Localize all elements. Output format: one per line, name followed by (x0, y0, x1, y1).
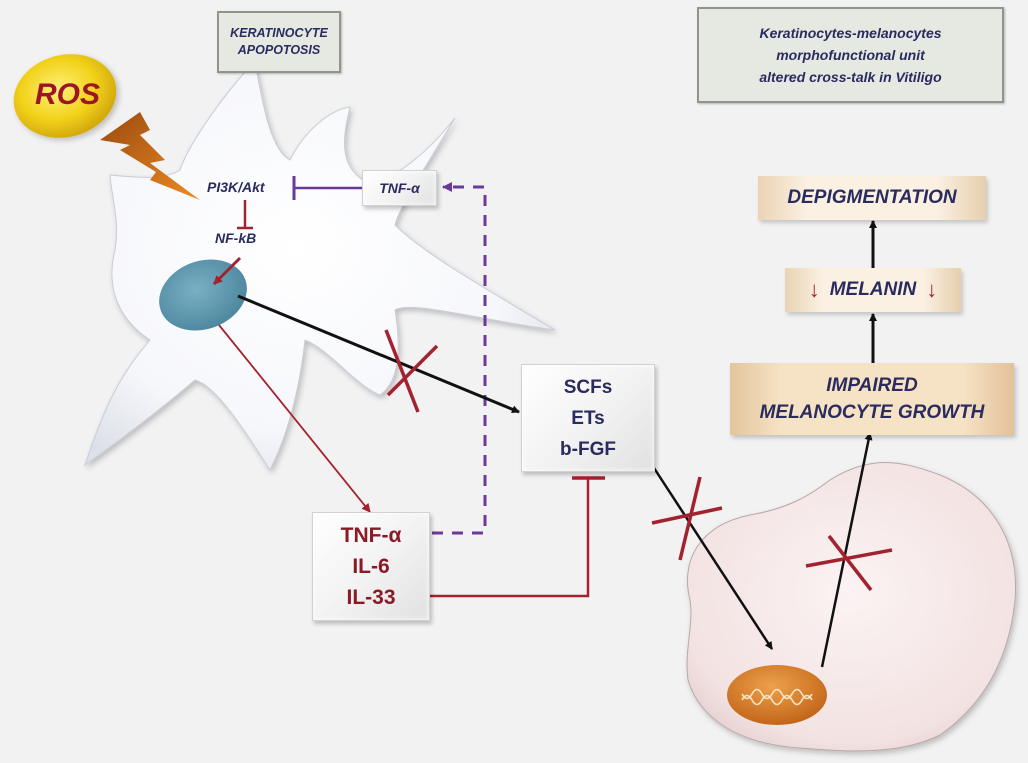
cytokine-item: IL-33 (346, 586, 396, 609)
block-cross-1a (384, 329, 420, 413)
pi3k-akt-label: PI3K/Akt (207, 179, 265, 195)
title-line: Keratinocytes-melanocytes (759, 25, 942, 41)
feedback-dashed-line (412, 182, 487, 535)
depigmentation-box: DEPIGMENTATION (758, 176, 986, 220)
down-arrow-icon: ↓ (808, 277, 820, 302)
block-cross-2b (678, 476, 702, 561)
growth-factor-item: ETs (571, 407, 605, 429)
ros-label: ROS (35, 78, 101, 111)
tnf-alpha-label: TNF-α (379, 180, 420, 196)
nfkb-label: NF-kB (215, 230, 257, 246)
title-line: altered cross-talk in Vitiligo (759, 69, 942, 85)
depigmentation-label: DEPIGMENTATION (787, 187, 957, 208)
lightning-bolt-icon (100, 112, 200, 200)
nucleus-to-cytokines-arrow (218, 324, 371, 513)
tnf-alpha-feedback-box: TNF-α (362, 170, 437, 206)
melanocyte-to-growth-arrow (820, 432, 873, 668)
growth-factors-box: SCFs ETs b-FGF (521, 364, 655, 472)
keratinocyte-nucleus (159, 259, 247, 331)
cytokine-item: TNF-α (340, 524, 402, 547)
growth-factor-item: SCFs (563, 376, 613, 398)
block-cross-3a (805, 548, 893, 568)
crosstalk-title: Keratinocytes-melanocytes morphofunction… (697, 7, 1004, 103)
title-line: KERATINOCYTE (230, 26, 328, 40)
melanin-label: MELANIN (829, 279, 917, 300)
keratinocyte-apoptosis-title: KERATINOCYTE APOPOTOSIS (217, 11, 341, 73)
nfkb-to-nucleus-arrow (212, 256, 242, 286)
block-cross-2a (651, 506, 723, 525)
block-cross-3b (827, 534, 873, 592)
keratinocyte-cell (84, 61, 556, 472)
block-cross-1b (386, 344, 439, 397)
down-arrow-icon: ↓ (926, 277, 938, 302)
cytokine-item: IL-6 (352, 555, 390, 578)
title-line: morphofunctional unit (776, 47, 925, 63)
growth-factors-to-melanocyte-arrow (652, 467, 774, 650)
title-line: APOPOTOSIS (237, 43, 321, 57)
nucleus-to-growth-factors-arrow (237, 294, 520, 414)
cytokines-inhibit-growth-factors (407, 478, 590, 598)
impaired-melanocyte-growth-box: IMPAIRED MELANOCYTE GROWTH (730, 363, 1014, 435)
melanocyte-nucleus (727, 665, 827, 725)
ros-ellipse (13, 54, 117, 138)
growth-factor-item: b-FGF (560, 438, 616, 460)
dna-icon (741, 688, 813, 706)
impaired-line: MELANOCYTE GROWTH (759, 402, 985, 423)
impaired-line: IMPAIRED (826, 375, 918, 396)
melanin-box: ↓ MELANIN ↓ (785, 268, 961, 312)
cytokines-box: TNF-α IL-6 IL-33 (312, 512, 430, 621)
